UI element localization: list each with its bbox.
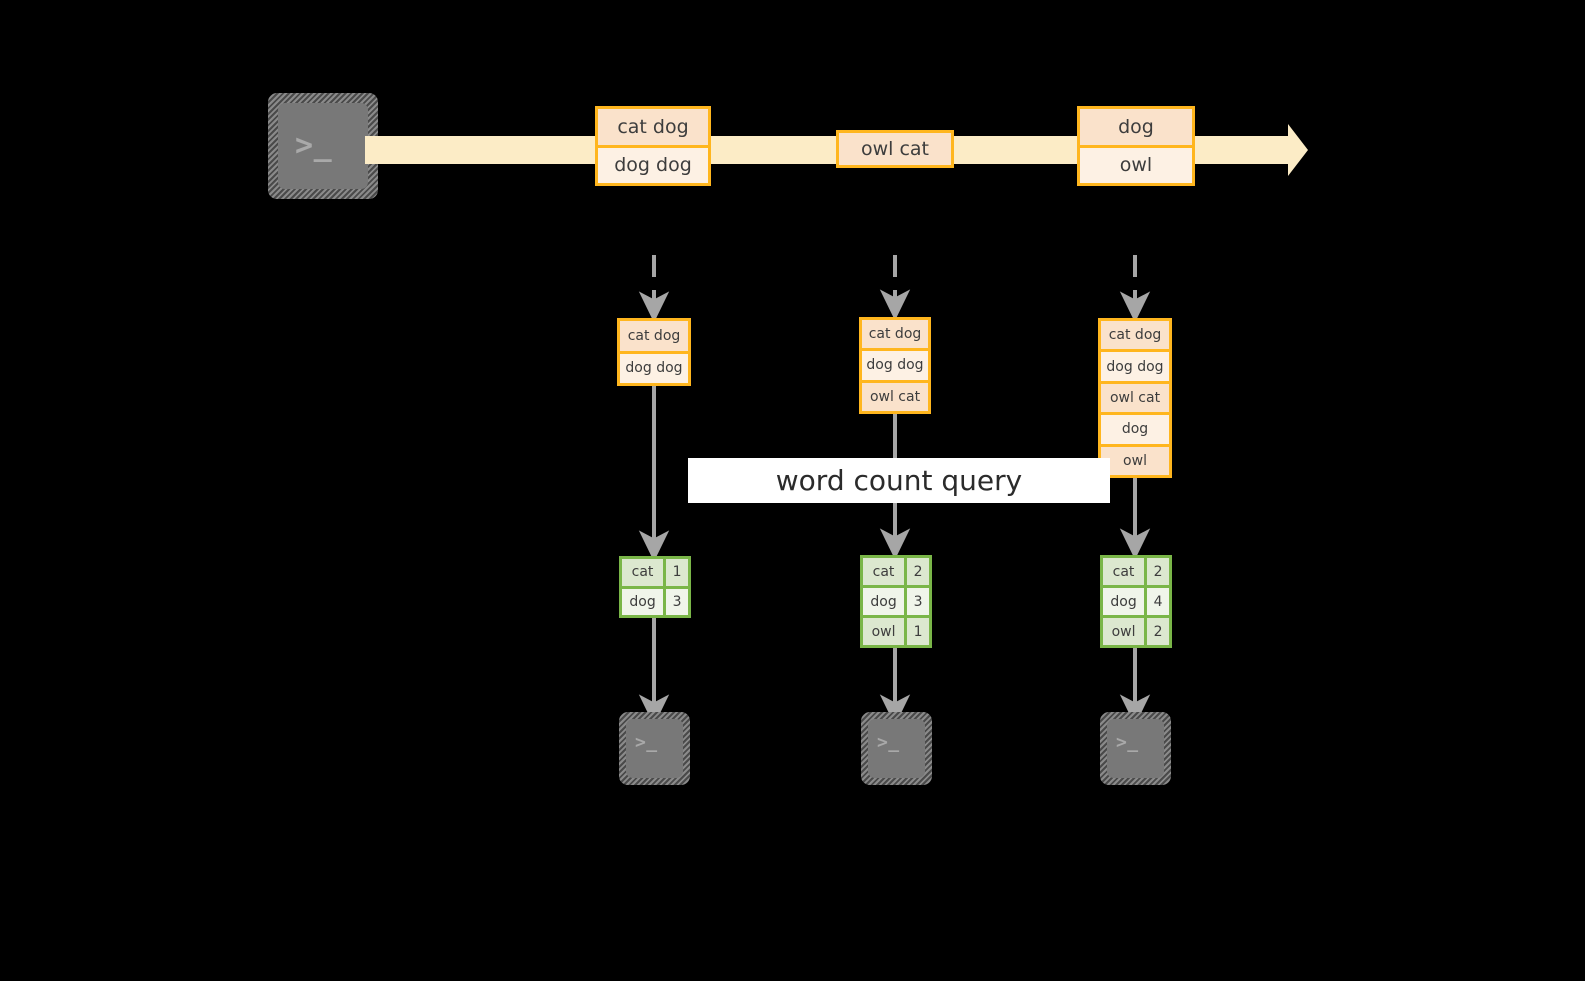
sink-terminal-icon[interactable]: >_: [1100, 712, 1171, 785]
result-word: dog: [1103, 588, 1145, 615]
result-table[interactable]: cat 2 dog 4 owl 2: [1100, 555, 1172, 648]
terminal-face: [868, 719, 925, 778]
table-row: dog 3: [863, 585, 929, 615]
table-row: dog 4: [1103, 585, 1169, 615]
state-line: owl: [1101, 443, 1169, 476]
state-line: dog dog: [862, 348, 928, 380]
source-terminal-icon[interactable]: >_: [268, 93, 378, 199]
result-count: 3: [904, 588, 929, 615]
prompt-glyph: >_: [295, 128, 333, 163]
terminal-face: [626, 719, 683, 778]
stream-event-box[interactable]: owl cat: [836, 130, 954, 168]
state-line: dog dog: [620, 350, 688, 383]
state-line: owl cat: [862, 379, 928, 411]
stream-event-line: cat dog: [598, 109, 708, 145]
result-word: owl: [1103, 618, 1145, 645]
stream-event-line: dog dog: [598, 144, 708, 183]
result-count: 2: [1144, 618, 1169, 645]
table-row: owl 2: [1103, 615, 1169, 645]
stream-event-box[interactable]: dog owl: [1077, 106, 1195, 186]
query-label-band: word count query: [688, 458, 1110, 503]
table-row: dog 3: [622, 585, 688, 615]
query-label-text: word count query: [775, 464, 1023, 497]
state-line: cat dog: [620, 321, 688, 351]
result-word: cat: [863, 558, 905, 585]
accumulated-state-box[interactable]: cat dog dog dog owl cat dog owl: [1098, 318, 1172, 478]
result-count: 1: [663, 559, 688, 586]
sink-terminal-icon[interactable]: >_: [619, 712, 690, 785]
result-table[interactable]: cat 2 dog 3 owl 1: [860, 555, 932, 648]
result-count: 1: [904, 618, 929, 645]
result-count: 2: [904, 558, 929, 585]
accumulated-state-box[interactable]: cat dog dog dog owl cat: [859, 317, 931, 414]
stream-event-line: owl cat: [839, 133, 951, 165]
state-line: cat dog: [1101, 321, 1169, 350]
result-word: dog: [622, 588, 664, 615]
table-row: cat 2: [1103, 558, 1169, 585]
prompt-glyph: >_: [877, 732, 900, 753]
stream-event-line: dog: [1080, 109, 1192, 145]
stream-event-line: owl: [1080, 144, 1192, 183]
table-row: cat 2: [863, 558, 929, 585]
table-row: cat 1: [622, 559, 688, 586]
result-word: dog: [863, 588, 905, 615]
accumulated-state-box[interactable]: cat dog dog dog: [617, 318, 691, 386]
state-line: dog dog: [1101, 349, 1169, 381]
result-word: cat: [622, 559, 664, 586]
result-count: 2: [1144, 558, 1169, 585]
terminal-face: [278, 103, 368, 189]
result-table[interactable]: cat 1 dog 3: [619, 556, 691, 618]
result-word: owl: [863, 618, 905, 645]
stream-event-box[interactable]: cat dog dog dog: [595, 106, 711, 186]
result-count: 3: [663, 588, 688, 615]
result-count: 4: [1144, 588, 1169, 615]
terminal-face: [1107, 719, 1164, 778]
sink-terminal-icon[interactable]: >_: [861, 712, 932, 785]
result-word: cat: [1103, 558, 1145, 585]
table-row: owl 1: [863, 615, 929, 645]
prompt-glyph: >_: [1116, 732, 1139, 753]
prompt-glyph: >_: [635, 732, 658, 753]
state-line: dog: [1101, 412, 1169, 444]
state-line: owl cat: [1101, 380, 1169, 413]
state-line: cat dog: [862, 320, 928, 349]
